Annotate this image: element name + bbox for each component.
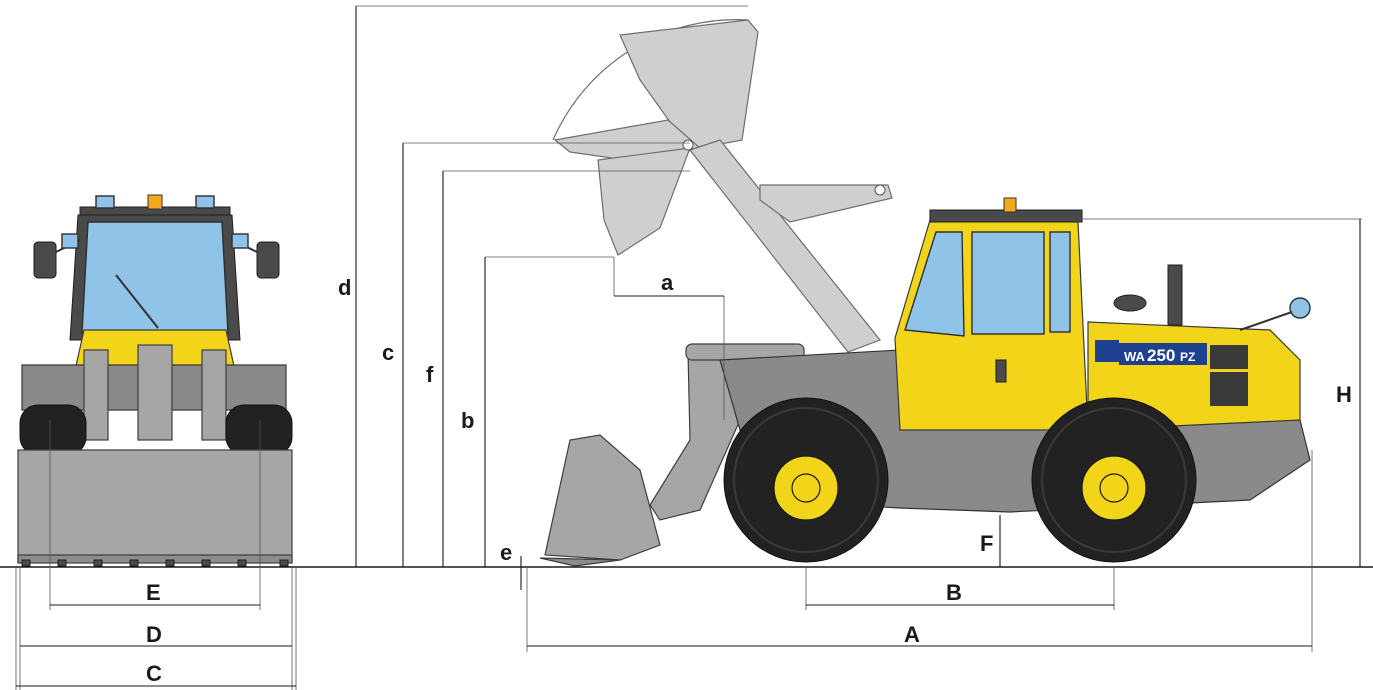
front-bucket [17, 449, 293, 563]
front-right-lift-arm [201, 349, 227, 441]
label-D: D [146, 622, 162, 647]
badge-plate [1119, 343, 1207, 365]
badge-prefix: WA [1124, 349, 1146, 364]
rear-rim [1081, 455, 1147, 521]
front-wheel [723, 397, 889, 563]
front-worklight-right-icon [195, 195, 215, 209]
front-beacon-icon [147, 194, 163, 210]
label-a: a [661, 270, 674, 295]
front-side-light-left-icon [61, 233, 79, 249]
cab-front-glass [904, 231, 965, 337]
front-tire-left [19, 404, 87, 456]
label-E: E [146, 580, 161, 605]
badge-number: 250 [1147, 346, 1175, 365]
front-tire-right [225, 404, 293, 456]
badge-stripes-icon [1095, 340, 1119, 362]
label-f: f [426, 362, 434, 387]
label-b: b [461, 408, 474, 433]
bucket-cutting-edge [539, 557, 621, 567]
lowered-boom-and-bucket [539, 343, 805, 567]
label-c: c [382, 340, 394, 365]
cab-door-glass [971, 231, 1045, 335]
cab-rear-glass [1049, 231, 1071, 333]
boom-raised-ghost [689, 139, 881, 353]
label-A: A [904, 622, 920, 647]
front-view-machine [17, 194, 293, 567]
engine-grille [1210, 345, 1248, 406]
front-mirror-right-icon [256, 241, 280, 279]
bucket-lowered [544, 434, 661, 561]
front-wiper [115, 274, 159, 329]
bellcrank-raised-ghost [759, 184, 893, 223]
front-rim [773, 455, 839, 521]
exhaust-stack-icon [1167, 264, 1183, 326]
side-beacon-icon [1003, 197, 1017, 213]
dimension-lines [15, 5, 1362, 690]
door-handle-icon [995, 359, 1007, 383]
badge-suffix: PZ [1180, 350, 1195, 364]
front-left-lift-arm [83, 349, 109, 441]
air-precleaner-icon [1113, 294, 1147, 312]
front-worklight-left-icon [95, 195, 115, 209]
dimension-labels: d c f b a e F H B A E D C [146, 270, 1352, 686]
front-bucket-edge [17, 554, 293, 564]
label-F: F [980, 531, 993, 556]
model-badge: WA 250 PZ [1095, 340, 1207, 365]
front-bucket-teeth [21, 559, 289, 567]
rear-wheel [1031, 397, 1197, 563]
bucket-dump-ghost [597, 147, 691, 256]
front-mirror-left-icon [33, 241, 57, 279]
front-center-link [137, 344, 173, 441]
label-d: d [338, 275, 351, 300]
front-windshield [81, 221, 229, 334]
label-e: e [500, 540, 512, 565]
bucket-max-height-ghost [619, 19, 759, 151]
label-C: C [146, 661, 162, 686]
label-B: B [946, 580, 962, 605]
side-mirror-icon [1289, 297, 1311, 319]
side-view-machine: WA 250 PZ [719, 197, 1311, 563]
label-H: H [1336, 382, 1352, 407]
front-side-light-right-icon [231, 233, 249, 249]
raised-bucket-positions [552, 19, 893, 353]
